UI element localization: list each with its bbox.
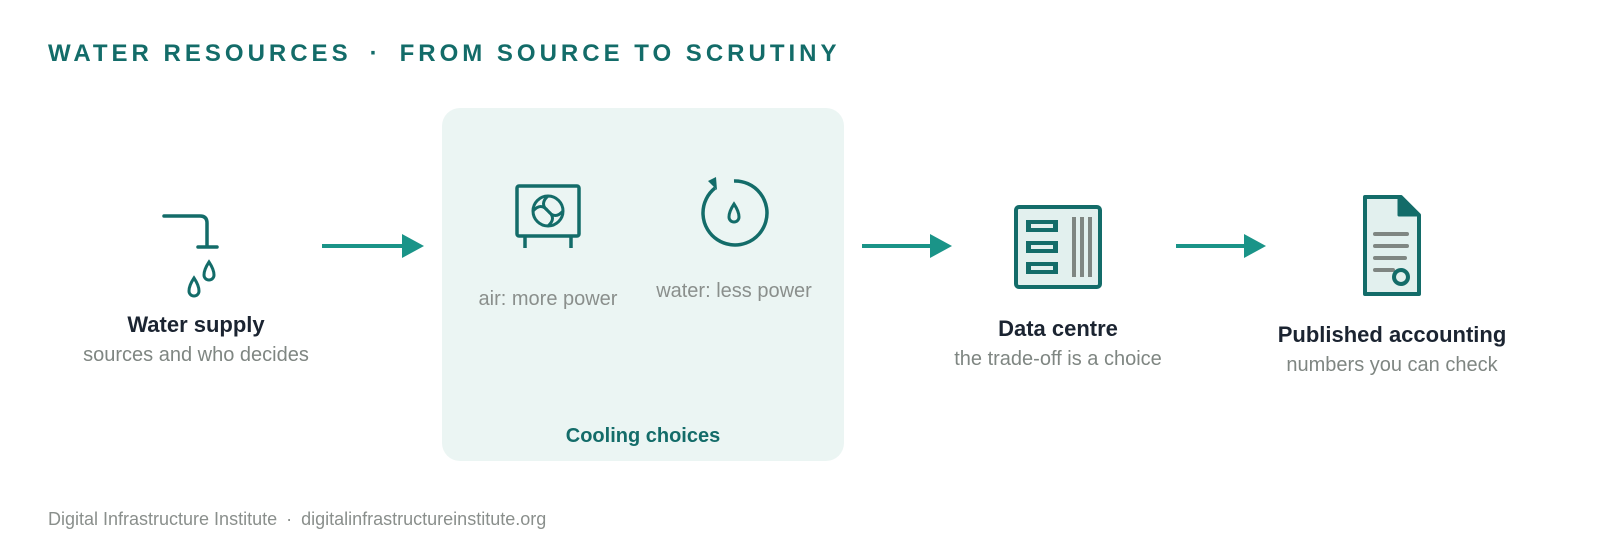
cooling-option-water-label: water: less power — [656, 280, 812, 302]
cooling-option-water: water: less power — [642, 174, 826, 303]
tap-icon — [162, 214, 219, 298]
flow-arrow-3 — [1176, 234, 1266, 258]
air-cooler-fan-icon — [515, 184, 581, 248]
footer-org: Digital Infrastructure Institute — [48, 509, 278, 529]
title-right: FROM SOURCE TO SCRUTINY — [399, 40, 841, 67]
accounting-node: Published accounting numbers you can che… — [1242, 194, 1542, 377]
flow-arrow-2 — [862, 234, 952, 258]
footer: Digital Infrastructure Institute · digital… — [48, 509, 546, 530]
cooling-option-air: air: more power — [468, 182, 628, 311]
document-seal-icon — [1363, 195, 1421, 296]
water-supply-node: Water supply sources and who decides — [46, 210, 346, 367]
accounting-subtitle: numbers you can check — [1286, 354, 1498, 376]
flow-arrow-1 — [322, 234, 424, 258]
water-supply-title: Water supply — [127, 312, 265, 337]
water-supply-subtitle: sources and who decides — [83, 344, 309, 366]
title-left: WATER RESOURCES — [48, 40, 352, 67]
footer-url[interactable]: digitalinfrastructureinstitute.org — [301, 509, 547, 529]
data-centre-node: Data centre the trade-off is a choice — [908, 204, 1208, 371]
water-cycle-icon — [701, 177, 769, 247]
title-separator: · — [369, 40, 382, 67]
data-centre-subtitle: the trade-off is a choice — [954, 348, 1162, 370]
cooling-option-air-label: air: more power — [478, 288, 618, 310]
data-centre-title: Data centre — [998, 316, 1118, 341]
accounting-title: Published accounting — [1277, 322, 1507, 347]
server-rack-icon — [1014, 205, 1102, 289]
page-title: WATER RESOURCES · FROM SOURCE TO SCRUTINY — [48, 40, 840, 68]
cooling-choices-panel: air: more power water: less power Coolin… — [442, 108, 844, 461]
footer-separator: · — [286, 509, 293, 529]
cooling-choices-label: Cooling choices — [565, 425, 721, 447]
